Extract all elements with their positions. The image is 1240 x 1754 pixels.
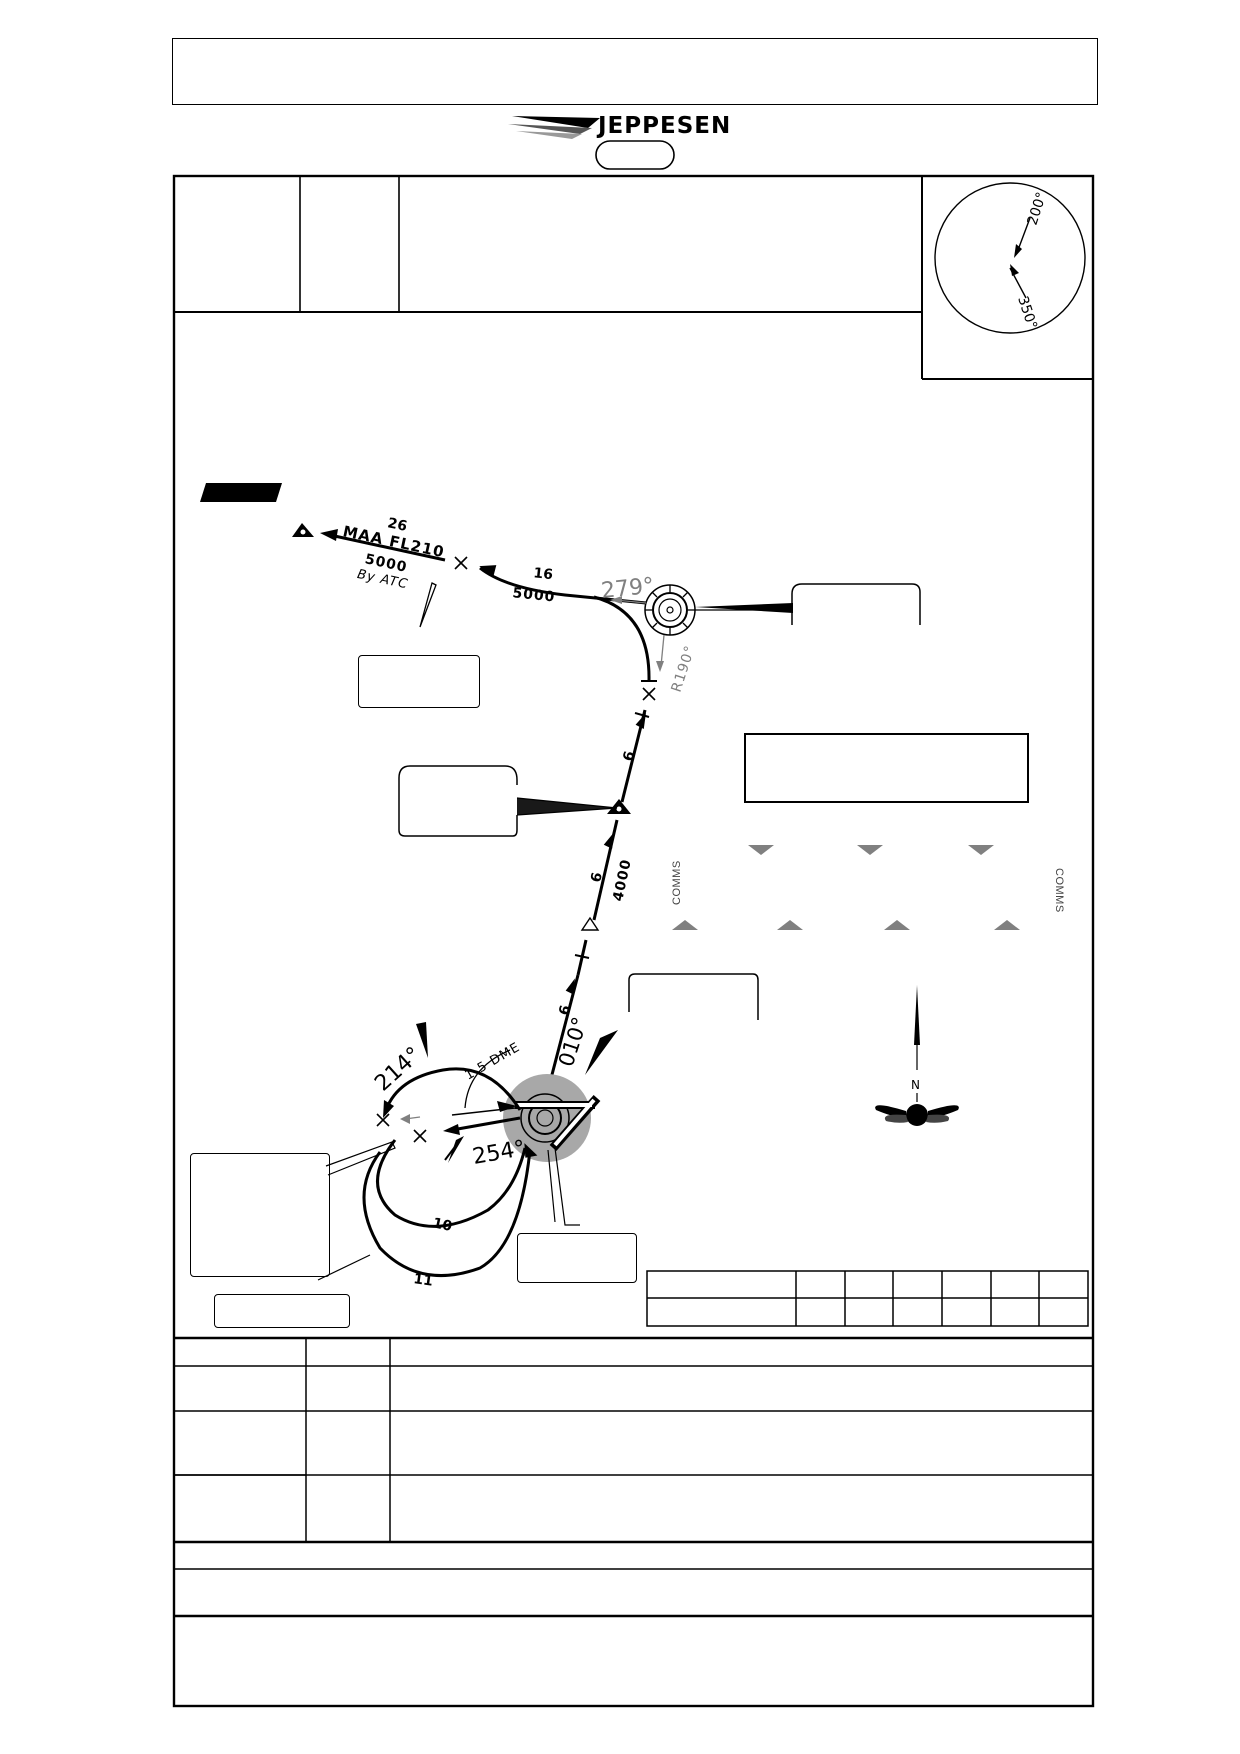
- airport-highlight: [503, 1074, 591, 1162]
- plan-table: [646, 1270, 1089, 1327]
- info-panel: [744, 733, 1029, 803]
- holding-loop-10: [376, 1139, 527, 1228]
- comms-strip: COMMS COMMS: [671, 845, 1065, 930]
- waypoint-open-triangle-icon: [580, 916, 600, 931]
- segment-distance-6a: 6: [620, 749, 638, 763]
- callout-hold-left: [190, 1153, 330, 1277]
- segment-altitude-5000: 5000: [512, 585, 556, 605]
- dme-arc-label: 1.5 DME: [463, 1040, 524, 1084]
- route-segment-maa: [329, 533, 446, 562]
- segment-distance-6c: 6: [556, 1004, 574, 1017]
- arrow-icon: [603, 832, 614, 849]
- north-arrow-icon: N: [875, 985, 959, 1126]
- callout-waypoint-left: [398, 765, 518, 837]
- segment-altitude-4000: 4000: [610, 857, 635, 902]
- callout-lower-right: [628, 973, 759, 1020]
- segment-distance-26: 26: [386, 515, 408, 535]
- route-segment-6-mid: [592, 819, 619, 921]
- arrow-icon: [1010, 264, 1019, 276]
- vor-station-icon: [644, 584, 696, 636]
- arrow-icon: [524, 1143, 538, 1158]
- fix-cross-icon: [642, 687, 656, 701]
- chart-frame: [172, 174, 1095, 1708]
- callout-fix-upper: [358, 655, 480, 708]
- arrow-icon: [635, 713, 646, 730]
- radial-010: 010°: [554, 1014, 592, 1070]
- jeppesen-logo: JEPPESEN: [508, 113, 731, 139]
- holding-loop-11: [362, 1149, 532, 1278]
- radial-279: 279°: [600, 574, 655, 604]
- waypoint-triangle-icon: [292, 523, 314, 537]
- fix-cross-icon: [454, 556, 468, 570]
- comms-label-right: COMMS: [1053, 868, 1065, 913]
- segment-distance-16: 16: [533, 565, 554, 583]
- compass-heading-top: 200°: [1025, 190, 1051, 227]
- briefing-table: [174, 1336, 1093, 1618]
- magnetic-compass: 200° 350°: [934, 182, 1086, 334]
- index-tab: [595, 140, 675, 170]
- arrow-icon: [565, 978, 575, 995]
- arrow-icon: [1014, 244, 1022, 258]
- holding-leg-10: 10: [431, 1215, 454, 1235]
- compass-heading-bottom: 350°: [1014, 294, 1040, 331]
- comms-label-left: COMMS: [671, 860, 683, 905]
- arrow-icon: [443, 1124, 460, 1135]
- fix-cross-icon: [376, 1113, 390, 1127]
- arrow-icon: [383, 1100, 394, 1118]
- holding-turn-214: [384, 1067, 522, 1111]
- fix-cross-icon: [413, 1129, 427, 1143]
- arrow-icon: [320, 529, 338, 541]
- black-label-bar: [200, 483, 282, 502]
- callout-vor-frequency: [791, 583, 921, 625]
- north-label: N: [911, 1078, 920, 1092]
- segment-distance-6b: 6: [588, 871, 606, 884]
- header-banner: [172, 38, 1098, 105]
- arrow-icon: [479, 565, 497, 577]
- holding-leg-11: 11: [412, 1271, 434, 1290]
- brand-label: JEPPESEN: [596, 113, 731, 139]
- route-segment-254: [451, 1116, 521, 1132]
- waypoint-triangle-icon: [607, 799, 631, 814]
- callout-airport: [517, 1233, 637, 1283]
- callout-hold-bottom: [214, 1294, 350, 1328]
- radial-r190: R190°: [669, 643, 699, 694]
- route-segment-16: [479, 566, 647, 605]
- radial-214: 214°: [370, 1042, 426, 1096]
